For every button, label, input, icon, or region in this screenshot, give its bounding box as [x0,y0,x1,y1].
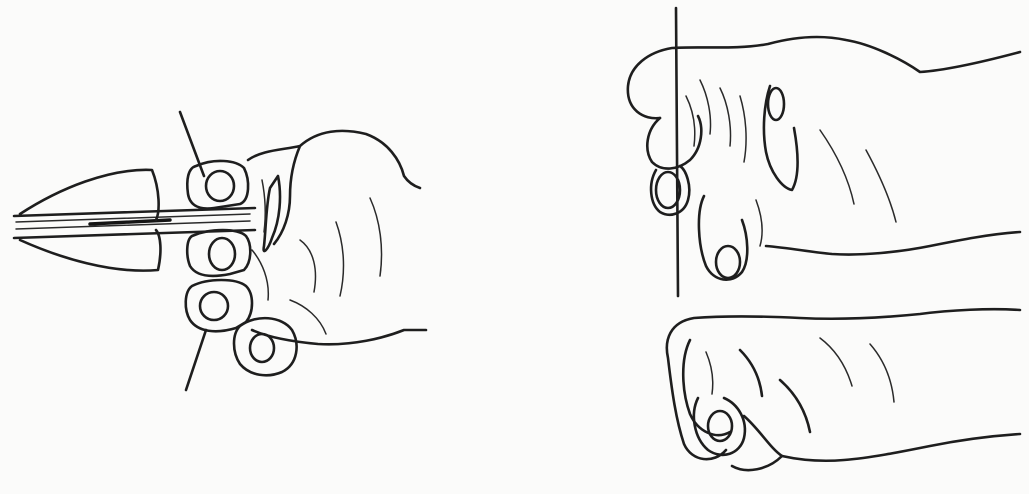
lower-fist-outline [667,309,1020,459]
hand-back-outline [248,131,426,344]
hand-creases [252,180,382,334]
finger-tips [186,161,252,331]
bowstring-lower [186,330,206,390]
thumbnail [250,334,274,362]
bowstring-upper [180,112,204,176]
bowstring-vertical [676,8,678,296]
lower-fist-fingers [683,340,810,470]
lower-fist-bottom [782,434,1020,461]
upper-hand-lower-edge [766,232,1020,255]
arrow-shaft [14,208,255,238]
upper-hand-outline [628,37,1020,118]
lower-fist-creases [706,338,894,402]
upper-hand-fingers [647,86,797,280]
upper-hand-creases [686,80,896,246]
finger-placement-illustration [628,8,1020,470]
draw-grip-illustration [14,112,426,390]
